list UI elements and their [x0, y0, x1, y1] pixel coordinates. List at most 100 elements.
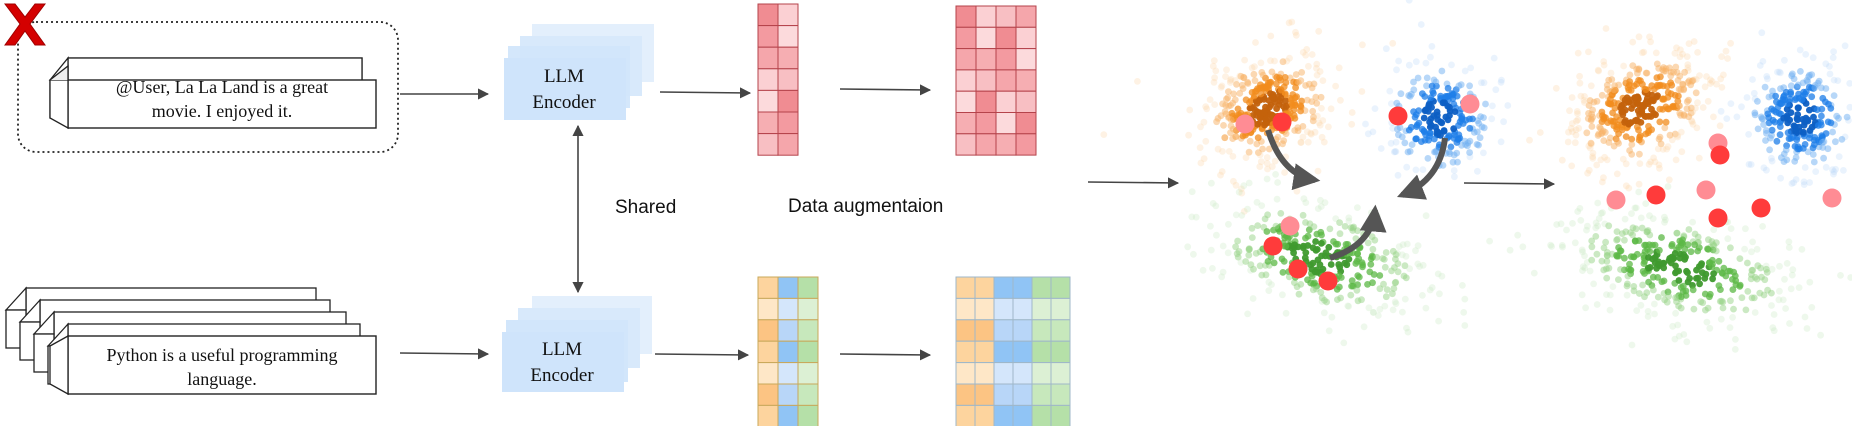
cluster-point: [1428, 82, 1436, 90]
cluster-point: [1474, 167, 1481, 175]
cluster-point: [1498, 76, 1505, 84]
cluster-point: [1377, 145, 1385, 152]
augmented-embedding-cell: [995, 90, 1017, 113]
cluster-point: [1209, 62, 1217, 70]
cluster-point: [1250, 265, 1257, 273]
cluster-point: [1291, 94, 1299, 101]
cluster-point: [1808, 304, 1816, 311]
cluster-point: [1663, 298, 1671, 306]
cluster-point: [1312, 238, 1319, 245]
embedding-cell: [777, 383, 799, 406]
cluster-point: [1250, 70, 1258, 78]
cluster-point: [1348, 120, 1356, 128]
cluster-point: [1298, 97, 1306, 105]
cluster-point: [1504, 102, 1512, 109]
embedding-cell: [777, 46, 799, 70]
cluster-point: [1754, 262, 1762, 270]
cluster-point: [1750, 294, 1758, 302]
augmented-embedding-cell: [955, 383, 976, 406]
cluster-point: [1354, 250, 1361, 257]
cluster-point: [1803, 325, 1811, 332]
cluster-point: [1244, 80, 1252, 87]
cluster-point: [1817, 121, 1825, 129]
cluster-point: [1594, 222, 1601, 230]
cluster-point: [1500, 118, 1507, 126]
cluster-point: [1704, 245, 1711, 253]
cluster-point: [1730, 305, 1737, 313]
augmented-point: [1288, 259, 1308, 279]
cluster-point: [1642, 69, 1650, 77]
cluster-point: [1184, 243, 1192, 251]
cluster-point: [1254, 120, 1261, 128]
cluster-point: [1207, 222, 1214, 230]
cluster-point: [1605, 222, 1613, 230]
augmented-embedding-cell: [993, 297, 1014, 321]
cluster-point: [1801, 164, 1809, 171]
cluster-point: [1664, 89, 1672, 96]
cluster-point: [1190, 250, 1197, 258]
embedding-cell: [777, 276, 799, 299]
cluster-point: [1615, 276, 1622, 283]
cluster-point: [1480, 149, 1487, 157]
cluster-point: [1638, 224, 1646, 232]
cluster-point: [1305, 62, 1312, 70]
cluster-point: [1745, 161, 1753, 168]
cluster-point: [1526, 136, 1533, 144]
cluster-point: [1234, 237, 1241, 245]
cluster-point: [1688, 118, 1696, 126]
cluster-point: [1434, 270, 1442, 278]
cluster-point: [1709, 275, 1716, 283]
top-encoder-label-line1: LLM: [544, 66, 584, 87]
cluster-point: [1585, 102, 1593, 109]
cluster-point: [1313, 64, 1320, 72]
cluster-point: [1281, 169, 1288, 176]
cluster-point: [1467, 64, 1475, 72]
cluster-point: [1815, 77, 1823, 85]
augmented-embedding-cell: [1015, 133, 1037, 156]
cluster-point: [1315, 27, 1323, 35]
movement-arrows: [1265, 129, 1448, 261]
cluster-point: [1710, 242, 1718, 250]
cluster-point: [1232, 133, 1240, 140]
augmented-embedding-cell: [1012, 319, 1033, 342]
cluster-point: [1640, 260, 1648, 267]
embedding-cell: [777, 133, 799, 156]
cluster-point: [1318, 104, 1325, 112]
cluster-point: [1620, 62, 1627, 70]
cluster-point: [1217, 171, 1224, 179]
cluster-point: [1580, 97, 1588, 104]
cluster-point: [1770, 311, 1778, 318]
cluster-point: [1427, 53, 1434, 61]
cluster-point: [1595, 130, 1603, 138]
cluster-point: [1574, 49, 1582, 57]
arrow-top-encoder-to-embedding: [659, 87, 752, 99]
cluster-point: [1681, 245, 1689, 253]
cluster-point: [1777, 69, 1784, 77]
top-document-line2: movie. I enjoyed it.: [152, 101, 292, 121]
cluster-point: [1649, 215, 1657, 223]
cluster-point: [1615, 81, 1622, 89]
cluster-point: [1236, 90, 1244, 97]
cluster-point: [1718, 53, 1725, 60]
cluster-point: [1648, 105, 1655, 113]
cluster-point: [1646, 264, 1654, 271]
cluster-point: [1263, 175, 1271, 183]
augmented-embedding-cell: [975, 48, 997, 71]
anchor-point: [1235, 114, 1255, 134]
cluster-point: [1547, 241, 1554, 249]
cluster-point: [1659, 96, 1666, 103]
cluster-point: [1685, 40, 1693, 47]
cluster-point: [1605, 264, 1613, 272]
augmented-embedding-cell: [974, 340, 995, 364]
cluster-point: [1298, 69, 1306, 76]
cluster-point: [1687, 81, 1695, 89]
cluster-point: [1466, 82, 1473, 90]
augmented-embedding-cell: [995, 69, 1017, 92]
cluster-point: [1587, 139, 1595, 147]
cluster-point: [1332, 82, 1339, 90]
cluster-point: [1732, 336, 1739, 343]
augmented-embedding-cell: [993, 340, 1014, 364]
cluster-point: [1232, 211, 1240, 219]
cluster-point: [1574, 116, 1582, 124]
cluster-point: [1578, 246, 1586, 254]
